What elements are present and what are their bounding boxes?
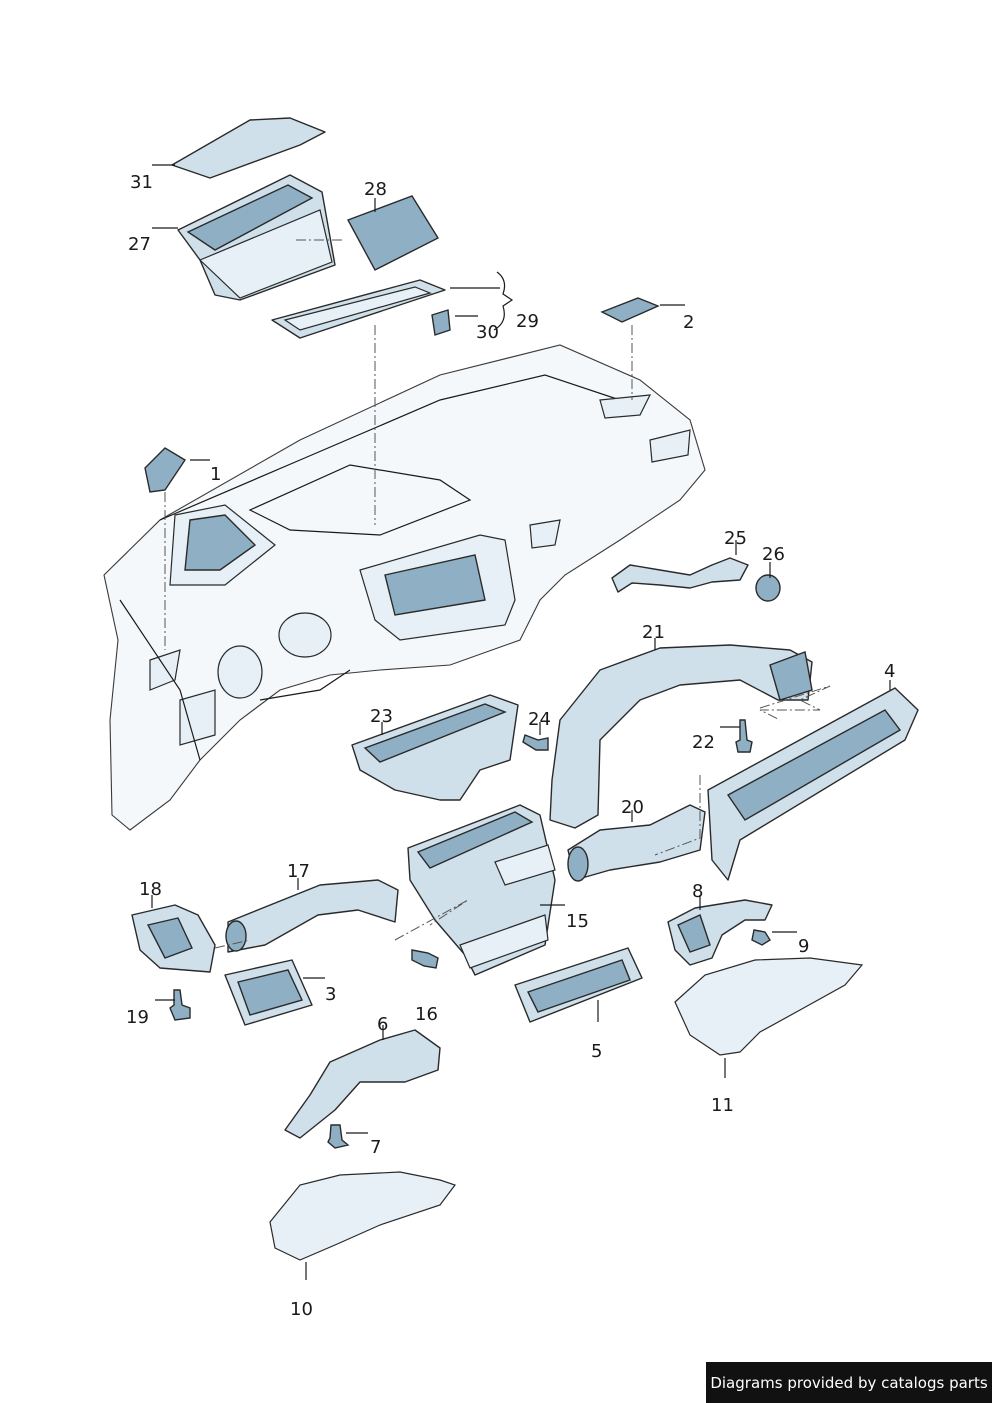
- part-1-vent: [144, 447, 186, 493]
- part-19-screw: [169, 989, 191, 1021]
- callout-22: 22: [692, 732, 715, 753]
- callout-26: 26: [762, 544, 785, 565]
- callout-23: 23: [370, 706, 393, 727]
- part-17-opening: [225, 920, 247, 952]
- callout-21: 21: [642, 622, 665, 643]
- callout-30: 30: [476, 322, 499, 343]
- part-27-housing: [177, 174, 336, 301]
- callout-11: 11: [711, 1095, 734, 1116]
- callout-16: 16: [415, 1004, 438, 1025]
- part-6-duct: [284, 1029, 441, 1139]
- callout-4: 4: [884, 661, 895, 682]
- part-28-shield: [347, 195, 439, 271]
- part-5-vent: [514, 947, 643, 1023]
- credit-text: Diagrams provided by catalogs parts: [710, 1373, 988, 1392]
- axis-lines: [164, 239, 831, 949]
- callout-2: 2: [683, 312, 694, 333]
- callout-10: 10: [290, 1299, 313, 1320]
- callout-19: 19: [126, 1007, 149, 1028]
- callout-17: 17: [287, 861, 310, 882]
- callout-24: 24: [528, 709, 551, 730]
- part-15-center-duct: [407, 804, 556, 976]
- callout-29: 29: [516, 311, 539, 332]
- leader-lines: [151, 164, 891, 1280]
- callout-6: 6: [377, 1014, 388, 1035]
- part-11-cover: [674, 957, 864, 1056]
- callout-5: 5: [591, 1041, 602, 1062]
- part-7-fastener: [327, 1124, 350, 1149]
- callout-20: 20: [621, 797, 644, 818]
- callout-3: 3: [325, 984, 336, 1005]
- callout-1: 1: [210, 464, 221, 485]
- part-31-cover: [171, 117, 326, 179]
- part-16-screw: [411, 949, 439, 969]
- part-8-housing: [667, 899, 773, 966]
- callout-25: 25: [724, 528, 747, 549]
- part-4-vent: [707, 687, 919, 881]
- part-20-opening: [567, 846, 589, 882]
- callout-15: 15: [566, 911, 589, 932]
- part-22-screw: [735, 719, 753, 753]
- part-18-housing: [131, 904, 216, 973]
- callout-labels: 31 27 28 29 30 2 1 25 26 21 4 22 23 24 2…: [126, 172, 895, 1320]
- part-26-grommet: [755, 574, 781, 602]
- callout-8: 8: [692, 881, 703, 902]
- part-29-strip: [271, 279, 446, 339]
- callout-7: 7: [370, 1137, 381, 1158]
- callout-28: 28: [364, 179, 387, 200]
- part-30-clip: [431, 309, 451, 336]
- part-20-pipe: [567, 804, 706, 881]
- part-21-outlet: [769, 651, 813, 701]
- callout-9: 9: [798, 936, 809, 957]
- part-25-hose: [611, 557, 749, 593]
- part-3-vent: [224, 959, 313, 1026]
- callout-18: 18: [139, 879, 162, 900]
- part-9-screw: [751, 929, 771, 946]
- callout-27: 27: [128, 234, 151, 255]
- part-2-grille: [600, 297, 660, 323]
- part-10-panel: [269, 1171, 456, 1261]
- part-23-housing: [351, 694, 519, 801]
- callout-31: 31: [130, 172, 153, 193]
- part-17-duct: [227, 879, 399, 953]
- dashboard-assembly: [103, 344, 706, 831]
- part-21-duct: [549, 644, 813, 829]
- credit-badge: Diagrams provided by catalogs parts: [706, 1362, 992, 1403]
- part-24-screw: [522, 734, 549, 751]
